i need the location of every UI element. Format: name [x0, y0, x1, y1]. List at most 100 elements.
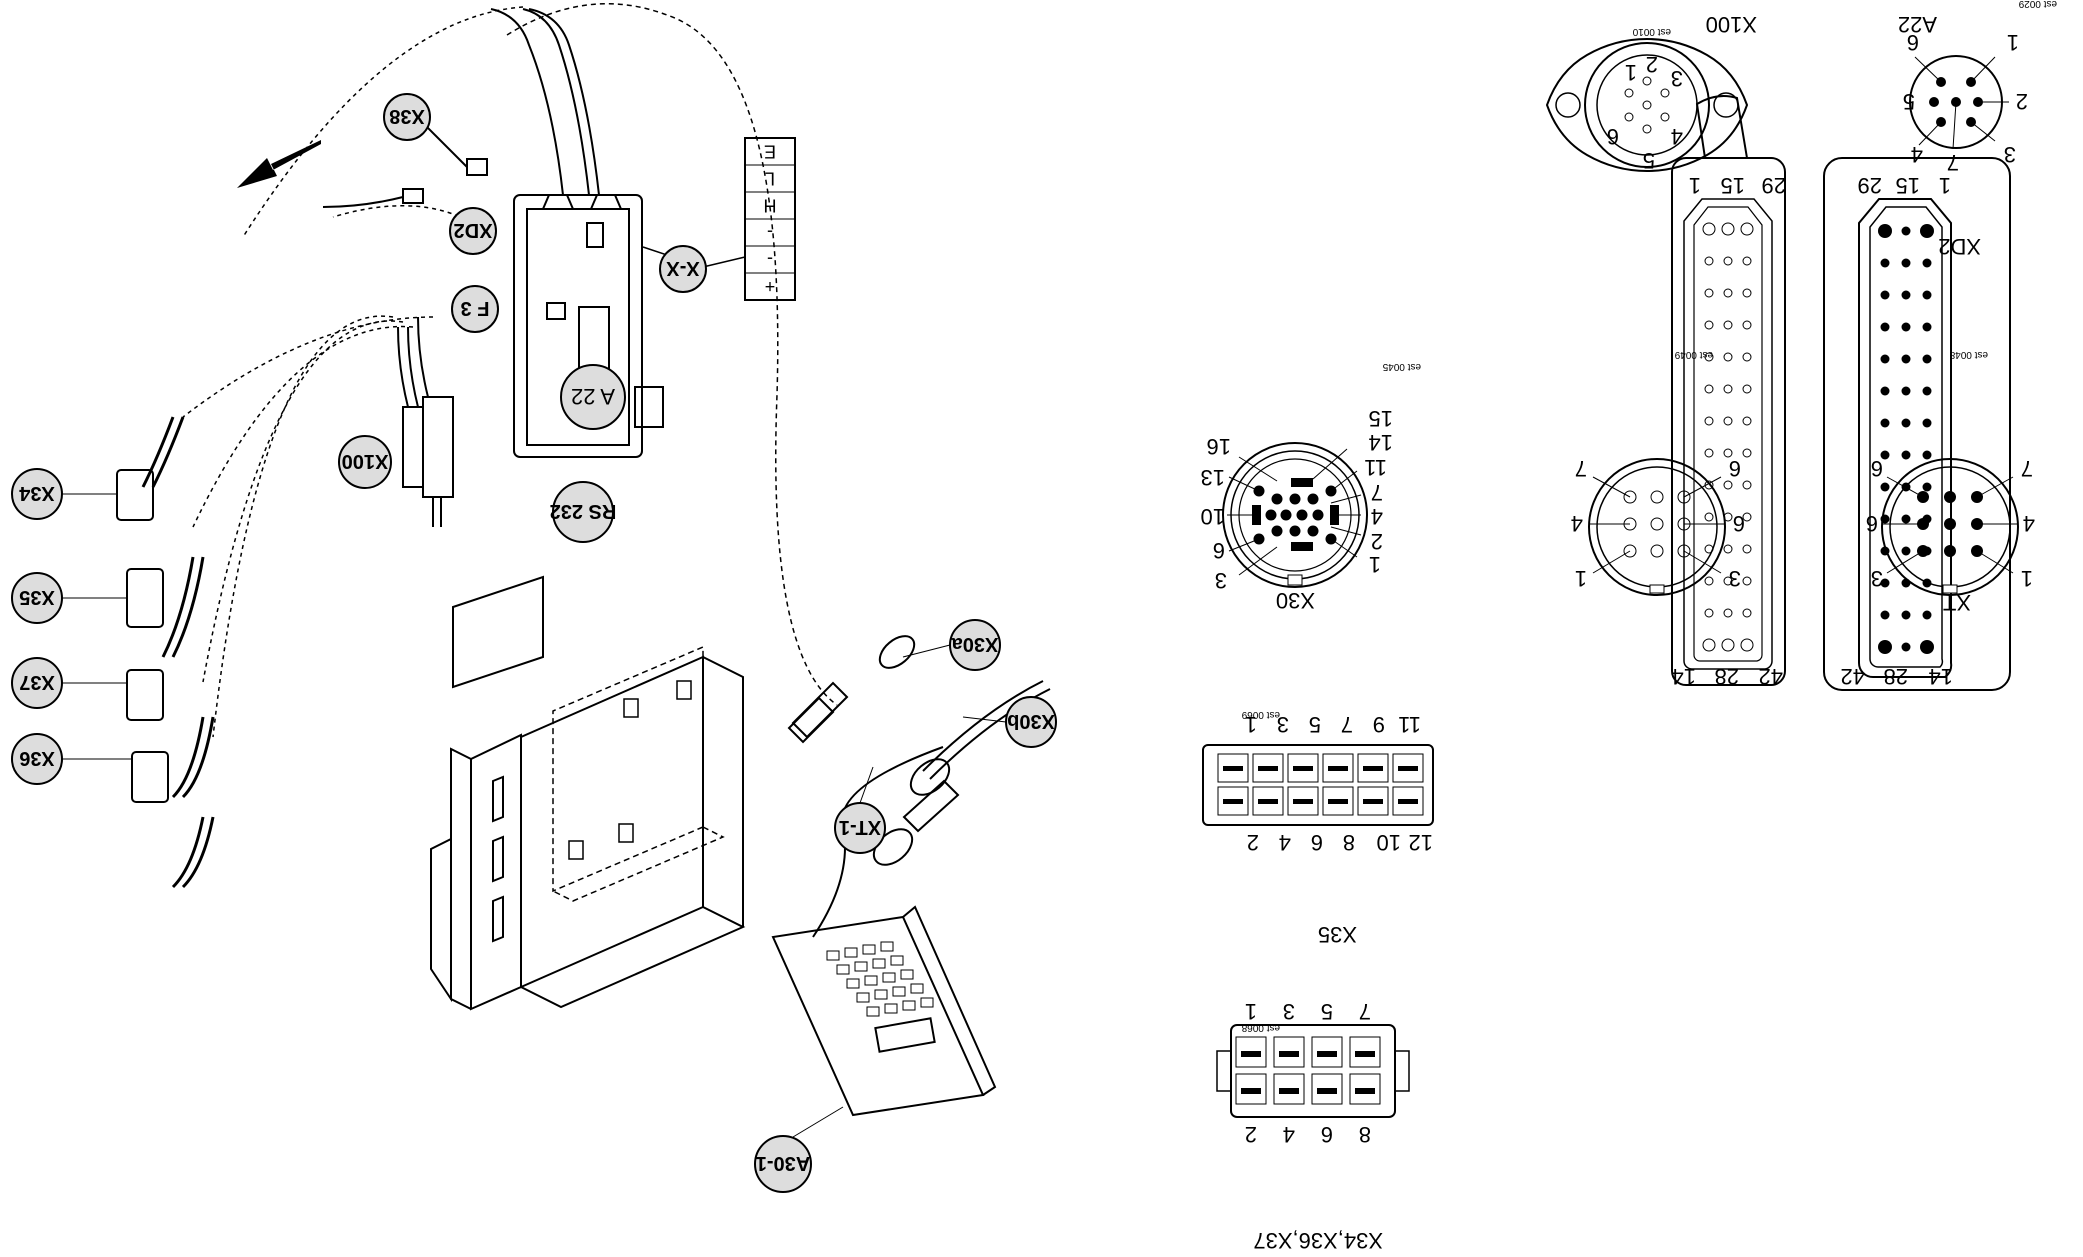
x100-plug — [397, 316, 454, 527]
xt-pin-label-6: 6 — [1866, 511, 1878, 536]
handset-key — [844, 947, 858, 958]
x35-pin-label-2: 2 — [1247, 830, 1259, 855]
callout-x35: X35 — [11, 572, 127, 624]
x100-pin — [1702, 638, 1716, 652]
round-pin-label-1: 1 — [1625, 60, 1637, 85]
a22-pin — [1880, 354, 1890, 364]
x100-pin — [1742, 288, 1752, 298]
xt-alt-pin-label-6b: 6 — [1729, 456, 1741, 481]
x35-contact — [1293, 799, 1313, 804]
handset-key — [862, 944, 876, 955]
xt-alt-code: est 0049 — [1674, 349, 1713, 360]
callout-xx: X-X — [659, 245, 707, 293]
x35-slot — [1252, 753, 1284, 783]
x100-pin — [1740, 222, 1754, 236]
a22-pin — [1922, 610, 1932, 620]
terminal-row-label: H — [764, 196, 777, 216]
x100-pin — [1704, 256, 1714, 266]
callout-x34: X34 — [11, 468, 117, 520]
x30-pin-label-10: 10 — [1201, 504, 1225, 529]
a22-pin — [1880, 386, 1890, 396]
a22-pin — [1922, 290, 1932, 300]
x30-plugs — [787, 635, 1051, 866]
x34-pin-label-8: 8 — [1359, 1122, 1371, 1147]
handset-key — [902, 1000, 916, 1011]
callout-a301: A30-1 — [754, 1106, 844, 1193]
x30-pin-label-7: 7 — [1371, 480, 1383, 505]
xt-pin-label-3: 3 — [1871, 566, 1883, 591]
xt-title: XT — [1943, 590, 1971, 615]
x30-pin-label-13: 13 — [1201, 465, 1225, 490]
x35-code: est 0069 — [1241, 709, 1280, 720]
a22-pin — [1901, 322, 1911, 332]
x34-pin-label-2: 2 — [1245, 1122, 1257, 1147]
a22-pin — [1901, 546, 1911, 556]
x35-slot — [1357, 753, 1389, 783]
x34-connector: 8 6 4 2 1 3 5 7 X34,X36,X37 est 0068 — [1216, 999, 1410, 1253]
xd2-title: XD2 — [1938, 234, 1981, 259]
x35-contact — [1223, 766, 1243, 771]
bracket-dashed-box — [552, 645, 725, 902]
x30-connector: 1 2 4 7 11 14 15 3 6 10 13 16 X30 est 00… — [1201, 361, 1421, 613]
handset-key — [910, 983, 924, 994]
callout-x30a: X30a — [902, 619, 1001, 671]
x35-contact — [1293, 766, 1313, 771]
x100-pin — [1723, 608, 1733, 618]
a22-box-cables — [490, 8, 600, 196]
x35-slot — [1392, 753, 1424, 783]
x100-pin — [1742, 416, 1752, 426]
handset-key — [836, 964, 850, 975]
handset-key — [874, 989, 888, 1000]
x30-pin-label-6: 6 — [1213, 538, 1225, 563]
x35-pin-label-5: 5 — [1309, 712, 1321, 737]
x100-pin — [1742, 512, 1752, 522]
x100-pin — [1742, 448, 1752, 458]
x100-pin — [1704, 608, 1714, 618]
xt-pin-label-1: 1 — [2021, 566, 2033, 591]
a22-pin — [1922, 482, 1932, 492]
svg-text:X37: X37 — [19, 671, 55, 693]
svg-text:X100: X100 — [342, 450, 389, 472]
x30-code: est 0045 — [1382, 361, 1421, 372]
x100-pin — [1742, 544, 1752, 554]
round-pin-label-6: 6 — [1607, 124, 1619, 149]
terminal-row-label: - — [767, 250, 773, 270]
handset-key — [892, 986, 906, 997]
x35-contact — [1363, 799, 1383, 804]
terminal-row-label: + — [765, 277, 776, 297]
handset-key — [854, 961, 868, 972]
round-socket-connector: 1 2 3 4 5 6 est 0010 — [1545, 26, 1749, 173]
callout-xt1: XT-1 — [834, 766, 886, 854]
a22-pin-label-14: 14 — [1929, 664, 1953, 689]
x35-slot — [1217, 753, 1249, 783]
direction-arrow-icon — [237, 140, 321, 188]
svg-text:X35: X35 — [19, 586, 55, 608]
a22-pin — [1878, 224, 1892, 238]
x100-pin-label-15: 15 — [1721, 173, 1745, 198]
callout-x38: X38 — [383, 93, 431, 141]
handset-key — [864, 975, 878, 986]
a22-pin — [1880, 450, 1890, 460]
x100-pin — [1721, 638, 1735, 652]
a22-pin-label-28: 28 — [1884, 664, 1908, 689]
svg-text:X36: X36 — [19, 747, 55, 769]
handset-key — [920, 997, 934, 1008]
callout-xd2: XD2 — [449, 207, 497, 255]
x100-pin — [1704, 512, 1714, 522]
x100-pin — [1723, 480, 1733, 490]
x100-pin — [1723, 576, 1733, 586]
svg-text:F 3: F 3 — [461, 297, 490, 319]
x30-pin-label-4: 4 — [1371, 504, 1383, 529]
x100-pin — [1704, 448, 1714, 458]
svg-text:A 22: A 22 — [571, 384, 615, 409]
x100-pin — [1704, 480, 1714, 490]
x100-pin — [1742, 576, 1752, 586]
x35-pin-label-7: 7 — [1341, 712, 1353, 737]
wire-harness — [182, 6, 524, 738]
a22-pin — [1901, 610, 1911, 620]
handset-key — [826, 950, 840, 961]
svg-text:RS 232: RS 232 — [550, 500, 617, 522]
wire-bundles — [141, 416, 215, 889]
x35-contact — [1328, 766, 1348, 771]
x35-slot — [1357, 786, 1389, 816]
